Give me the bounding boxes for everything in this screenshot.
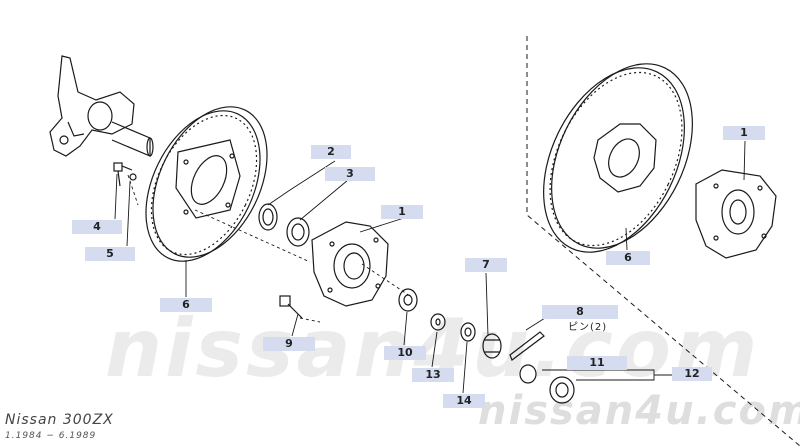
o-ring bbox=[519, 364, 537, 384]
callout-4: 4 bbox=[72, 220, 122, 234]
adjusting-cap bbox=[482, 333, 502, 359]
inner-bearing bbox=[286, 217, 310, 247]
callout-1: 1 bbox=[381, 205, 423, 219]
callout-9: 9 bbox=[263, 337, 315, 351]
callout-8-sublabel: ピン(2) bbox=[568, 322, 608, 333]
hub-cap bbox=[549, 376, 575, 404]
assembly-lines bbox=[127, 174, 411, 323]
brake-rotor-inset bbox=[543, 63, 693, 253]
inset-boundary bbox=[526, 36, 800, 446]
callout-6: 6 bbox=[160, 298, 212, 312]
wheel-stud bbox=[113, 162, 137, 187]
callout-11: 11 bbox=[567, 356, 627, 370]
callout-13: 13 bbox=[412, 368, 454, 382]
callout-7: 7 bbox=[465, 258, 507, 272]
hub-nut bbox=[460, 322, 476, 342]
callout-2: 2 bbox=[311, 145, 351, 159]
steering-knuckle bbox=[49, 55, 154, 157]
callout-12: 12 bbox=[672, 367, 712, 381]
grease-seal bbox=[258, 203, 278, 231]
callout-10: 10 bbox=[384, 346, 426, 360]
callout-8: 8 bbox=[542, 305, 618, 319]
washer bbox=[430, 313, 446, 331]
callout-5: 5 bbox=[85, 247, 135, 261]
callout-3: 3 bbox=[325, 167, 375, 181]
wheel-hub-inset bbox=[695, 169, 777, 259]
callout-14: 14 bbox=[443, 394, 485, 408]
outer-bearing bbox=[398, 288, 418, 312]
callout-1-inset: 1 bbox=[723, 126, 765, 140]
model-name: Nissan 300ZX bbox=[5, 412, 114, 428]
hub-bolt bbox=[279, 295, 303, 319]
watermark-corner: nissan4u.com bbox=[478, 388, 800, 434]
callout-6-inset: 6 bbox=[606, 251, 650, 265]
cotter-pin bbox=[509, 331, 545, 361]
model-dates: 1.1984 − 6.1989 bbox=[5, 431, 97, 441]
leader-lines bbox=[114, 140, 746, 394]
wheel-hub bbox=[311, 221, 389, 307]
brake-rotor-main bbox=[145, 106, 268, 262]
